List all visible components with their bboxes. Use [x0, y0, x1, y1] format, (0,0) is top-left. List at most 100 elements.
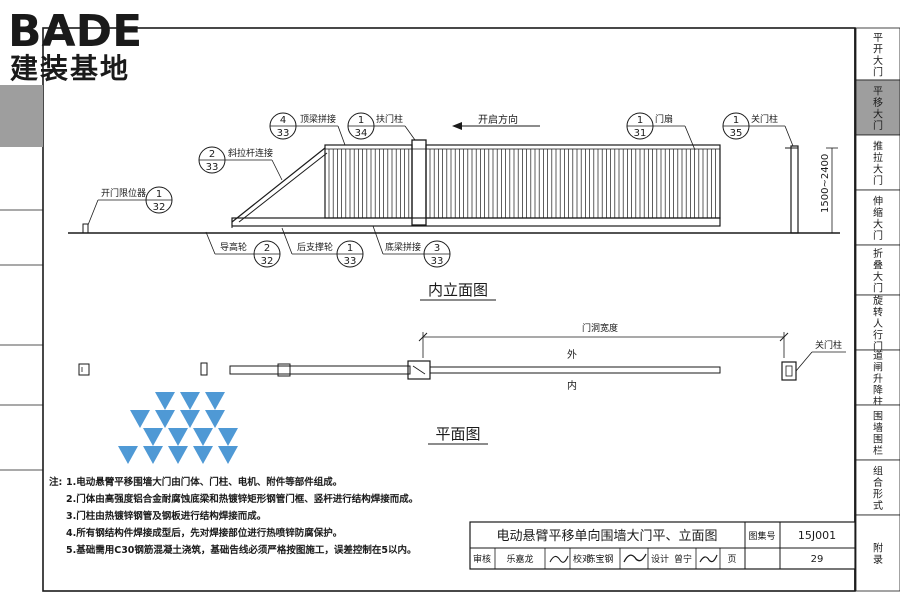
outside-label: 外	[567, 349, 577, 361]
svg-text:1: 1	[637, 115, 643, 126]
review-signature	[549, 555, 569, 563]
side-tab-label: 附录	[873, 542, 883, 567]
design-signature	[699, 554, 718, 563]
logo-subtitle: 建装基地	[10, 52, 130, 85]
callout-bottom-beam-joint: 3 33 底梁拼接	[372, 225, 451, 268]
watermark-logo	[118, 392, 238, 464]
drawing-title: 电动悬臂平移单向围墙大门平、立面图	[496, 528, 717, 544]
callout-diagonal-rod: 2 33 斜拉杆连接	[198, 146, 283, 181]
callout-open-limiter: 1 32 开门限位器	[87, 186, 173, 226]
svg-text:门扇: 门扇	[655, 113, 673, 125]
svg-text:1: 1	[358, 115, 364, 126]
svg-text:33: 33	[344, 256, 357, 267]
plan-gate-leaf	[429, 366, 721, 374]
page-number: 29	[811, 554, 824, 565]
svg-text:底梁拼接: 底梁拼接	[385, 241, 421, 253]
drawing-border	[42, 27, 856, 592]
svg-text:1: 1	[347, 243, 353, 254]
svg-text:4: 4	[280, 115, 286, 126]
svg-text:2: 2	[209, 149, 215, 160]
svg-text:导高轮: 导高轮	[220, 241, 247, 253]
callout-gate-leaf: 1 31 门扇	[626, 112, 696, 151]
svg-text:顶梁拼接: 顶梁拼接	[300, 113, 336, 125]
atlas-label: 图集号	[748, 530, 775, 542]
note-4: 4.所有钢结构件焊接成型后，先对焊接部位进行热喷锌防腐保护。	[66, 527, 342, 539]
side-tab-label: 旋转人行门	[873, 294, 883, 353]
bottom-beam	[231, 217, 721, 227]
review-name: 乐嘉龙	[506, 553, 533, 565]
opening-width-label: 门洞宽度	[582, 322, 618, 334]
callout-rear-wheel: 1 33 后支撑轮	[281, 227, 364, 268]
closing-post	[790, 145, 799, 234]
side-tab-6[interactable]: 旋转人行门	[855, 294, 900, 353]
callout-closing-post: 1 35 关门柱	[722, 112, 794, 147]
plan-view: 关门柱 门洞宽度 外 内 平面图	[78, 322, 846, 445]
title-block: 电动悬臂平移单向围墙大门平、立面图 图集号 15J001 审核 乐嘉龙 校对 陈…	[469, 521, 856, 570]
design-label: 设计	[651, 553, 669, 565]
inside-label: 内	[567, 379, 577, 392]
note-1: 1.电动悬臂平移围墙大门由门体、门柱、电机、附件等部件组成。	[66, 476, 342, 488]
callout-support-post: 1 34 扶门柱	[347, 112, 416, 141]
gate-tail-frame	[324, 144, 413, 219]
note-3: 3.门柱由热镀锌钢管及钢板进行结构焊接而成。	[66, 510, 266, 522]
svg-text:1: 1	[156, 189, 162, 200]
elevation-view: 开启方向 1500~2400 4 33 顶梁拼接 1 34 扶门柱	[68, 112, 840, 301]
logo-brand: BADE	[8, 6, 142, 57]
svg-text:33: 33	[277, 128, 290, 139]
callout-guide-wheel: 2 32 导高轮	[205, 231, 281, 268]
open-direction-label: 开启方向	[478, 113, 518, 126]
side-tab-label: 推拉大门	[873, 140, 883, 188]
svg-text:35: 35	[730, 128, 743, 139]
side-tab-label: 伸缩大门	[873, 196, 883, 243]
svg-text:扶门柱: 扶门柱	[376, 113, 403, 125]
svg-text:32: 32	[261, 256, 274, 267]
side-tab-8[interactable]: 围墙围栏	[855, 404, 900, 461]
side-tab-2[interactable]: 平移大门	[855, 79, 900, 136]
support-post	[411, 139, 427, 226]
notes-prefix: 注:	[49, 476, 62, 488]
plan-closing-post-label: 关门柱	[815, 339, 842, 351]
page-label: 页	[727, 554, 736, 565]
side-tab-label: 围墙围栏	[873, 411, 883, 458]
side-tab-label: 平开大门	[873, 33, 883, 79]
svg-text:开门限位器: 开门限位器	[101, 187, 146, 199]
side-tab-10[interactable]: 附录	[855, 514, 900, 592]
side-tab-7[interactable]: 道闸升降柱	[855, 349, 900, 408]
review-label: 审核	[473, 553, 491, 565]
svg-text:2: 2	[264, 243, 270, 254]
svg-text:后支撑轮: 后支撑轮	[297, 241, 333, 253]
limit-stop	[82, 223, 89, 234]
callout-top-beam-joint: 4 33 顶梁拼接	[269, 112, 346, 146]
svg-text:关门柱: 关门柱	[751, 113, 778, 125]
svg-text:34: 34	[355, 128, 368, 139]
left-tab-active	[0, 85, 43, 147]
note-5: 5.基础需用C30钢筋混凝土浇筑，基础告线必须严格按图施工，误差控制在5以内。	[66, 544, 417, 556]
svg-text:33: 33	[431, 256, 444, 267]
side-tab-label: 道闸升降柱	[873, 349, 883, 408]
svg-text:33: 33	[206, 162, 219, 173]
check-name: 陈宝钢	[586, 553, 613, 565]
plan-closing-post	[781, 361, 797, 381]
svg-text:斜拉杆连接: 斜拉杆连接	[228, 147, 273, 159]
svg-text:3: 3	[434, 243, 440, 254]
svg-text:1: 1	[733, 115, 739, 126]
check-label: 校对	[573, 553, 591, 565]
elevation-title: 内立面图	[428, 281, 488, 299]
side-tab-1[interactable]: 平开大门	[855, 27, 900, 81]
side-tab-9[interactable]: 组合形式	[855, 459, 900, 516]
note-2: 2.门体由高强度铝合金耐腐蚀底梁和热镀锌矩形钢管门框、竖杆进行结构焊接而成。	[66, 493, 418, 505]
side-tab-label: 折叠大门	[873, 247, 883, 295]
check-signature	[623, 553, 647, 563]
side-tab-3[interactable]: 推拉大门	[855, 134, 900, 191]
side-tab-label: 平移大门	[873, 87, 883, 133]
side-tab-4[interactable]: 伸缩大门	[855, 189, 900, 246]
side-tab-label: 组合形式	[873, 465, 883, 513]
side-tab-5[interactable]: 折叠大门	[855, 244, 900, 296]
svg-text:32: 32	[153, 202, 166, 213]
notes-block: 注: 1.电动悬臂平移围墙大门由门体、门柱、电机、附件等部件组成。 2.门体由高…	[49, 476, 418, 556]
plan-title: 平面图	[435, 425, 480, 443]
height-dimension: 1500~2400	[820, 154, 831, 213]
